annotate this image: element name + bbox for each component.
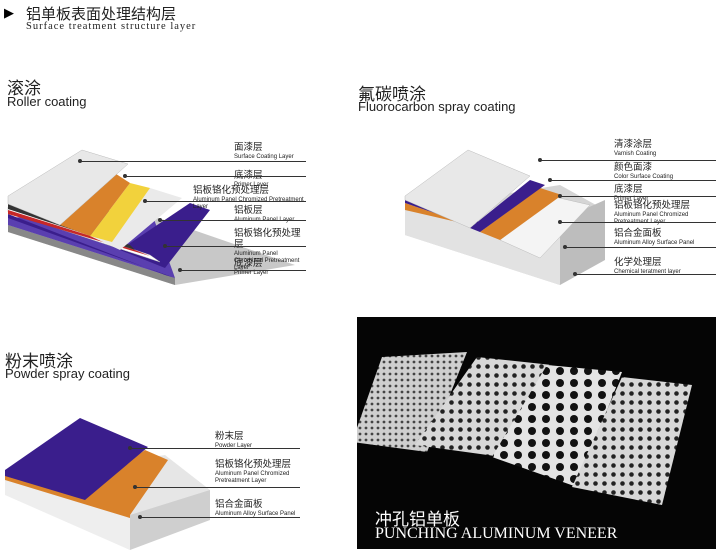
layer-name-cn: 清漆涂层 — [614, 139, 653, 150]
leader-dot — [158, 218, 162, 222]
fluoro-title-cn: 氟碳喷涂 — [358, 85, 426, 104]
photo-caption-cn: 冲孔铝单板 — [375, 510, 460, 529]
leader-line — [140, 517, 300, 518]
layer-name-cn: 底漆层 — [234, 258, 263, 269]
leader-line — [165, 246, 306, 247]
layer-name-cn: 底漆层 — [234, 170, 268, 182]
leader-dot — [78, 159, 82, 163]
leader-line — [180, 270, 306, 271]
layer-name-en: Primer Layer — [614, 195, 649, 202]
layer-name-cn: 颜色面漆 — [614, 162, 653, 173]
leader-line — [160, 220, 306, 221]
leader-line — [575, 274, 716, 275]
layer-name-en: Primer Layer — [234, 269, 269, 276]
leader-dot — [143, 199, 147, 203]
layer-name-en: Aluminum Panel Chromized Pretreatment La… — [234, 250, 300, 271]
layer-name-en: Color Surface Coating — [614, 173, 674, 180]
layer-name-en: Surface Coating Layer — [234, 153, 294, 160]
layer-name-cn: 铝板铬化预处理层 — [193, 185, 270, 196]
layer-name-en: Aluminum Alloy Surface Panel — [215, 510, 296, 517]
leader-dot — [163, 244, 167, 248]
layer-name-en: Primer Layer — [234, 181, 269, 188]
layer-name-cn: 铝板铬化预处理层 — [234, 228, 301, 250]
layer-name-cn: 粉末层 — [215, 431, 244, 442]
leader-line — [550, 180, 716, 181]
punching-panel-photo: 冲孔铝单板 PUNCHING ALUMINUM VENEER — [357, 317, 716, 549]
layer-name-cn: 底漆层 — [614, 184, 643, 195]
powder-title-cn: 粉末喷涂 — [5, 352, 73, 371]
leader-dot — [138, 515, 142, 519]
leader-dot — [123, 174, 127, 178]
leader-line — [540, 160, 716, 161]
layer-name-cn: 铝板铬化预处理层 — [614, 200, 691, 211]
leader-dot — [548, 178, 552, 182]
fluoro-title-en: Fluorocarbon spray coating — [358, 99, 516, 114]
roller-title-cn: 滚涂 — [7, 79, 41, 98]
layer-name-en: Aluminum Panel Layer — [234, 217, 294, 224]
leader-line — [565, 247, 716, 248]
layer-name-cn: 化学处理层 — [614, 257, 662, 268]
leader-line — [135, 487, 300, 488]
leader-dot — [558, 220, 562, 224]
leader-dot — [128, 446, 132, 450]
page-title: 铝单板表面处理结构层 — [26, 6, 177, 23]
layer-name-cn: 铝合金面板 — [215, 499, 263, 510]
leader-line — [560, 222, 716, 223]
leader-dot — [133, 485, 137, 489]
layer-name-en: Aluminum Panel Chromized Pretreatment La… — [614, 211, 689, 225]
layer-name-cn: 面漆层 — [234, 142, 263, 153]
layer-name-en: Chemical teratment layer — [614, 268, 681, 275]
layer-name-en: Aluminum Panel Chromized Pretreatment La… — [215, 470, 290, 484]
triangle-right-icon: ▶ — [4, 5, 14, 20]
leader-dot — [573, 272, 577, 276]
leader-line — [145, 201, 306, 202]
layer-name-cn: 铝板铬化预处理层 — [215, 459, 292, 470]
layer-name-cn: 铝板层 — [234, 205, 263, 216]
layer-name-en: Powder Layer — [215, 442, 253, 449]
leader-dot — [563, 245, 567, 249]
leader-dot — [538, 158, 542, 162]
leader-line — [80, 161, 306, 162]
leader-line — [130, 448, 300, 449]
page-subtitle: Surface treatment structure layer — [26, 21, 197, 32]
layer-name-en: Aluminum Alloy Surface Panel — [614, 239, 695, 246]
roller-title-en: Roller coating — [7, 94, 87, 109]
leader-dot — [558, 194, 562, 198]
layer-name-en: Varnish Coating — [614, 150, 657, 157]
leader-dot — [178, 268, 182, 272]
layer-name-en: Aluminum Panel Chromized Pretreatment La… — [193, 196, 304, 210]
roller-layer-label: 铝板层Aluminum Panel Layer — [234, 205, 294, 224]
leader-line — [560, 196, 716, 197]
layer-name-cn: 铝合金面板 — [614, 228, 662, 239]
powder-title-en: Powder spray coating — [5, 366, 131, 381]
leader-line — [125, 176, 306, 177]
photo-caption-en: PUNCHING ALUMINUM VENEER — [375, 525, 618, 542]
